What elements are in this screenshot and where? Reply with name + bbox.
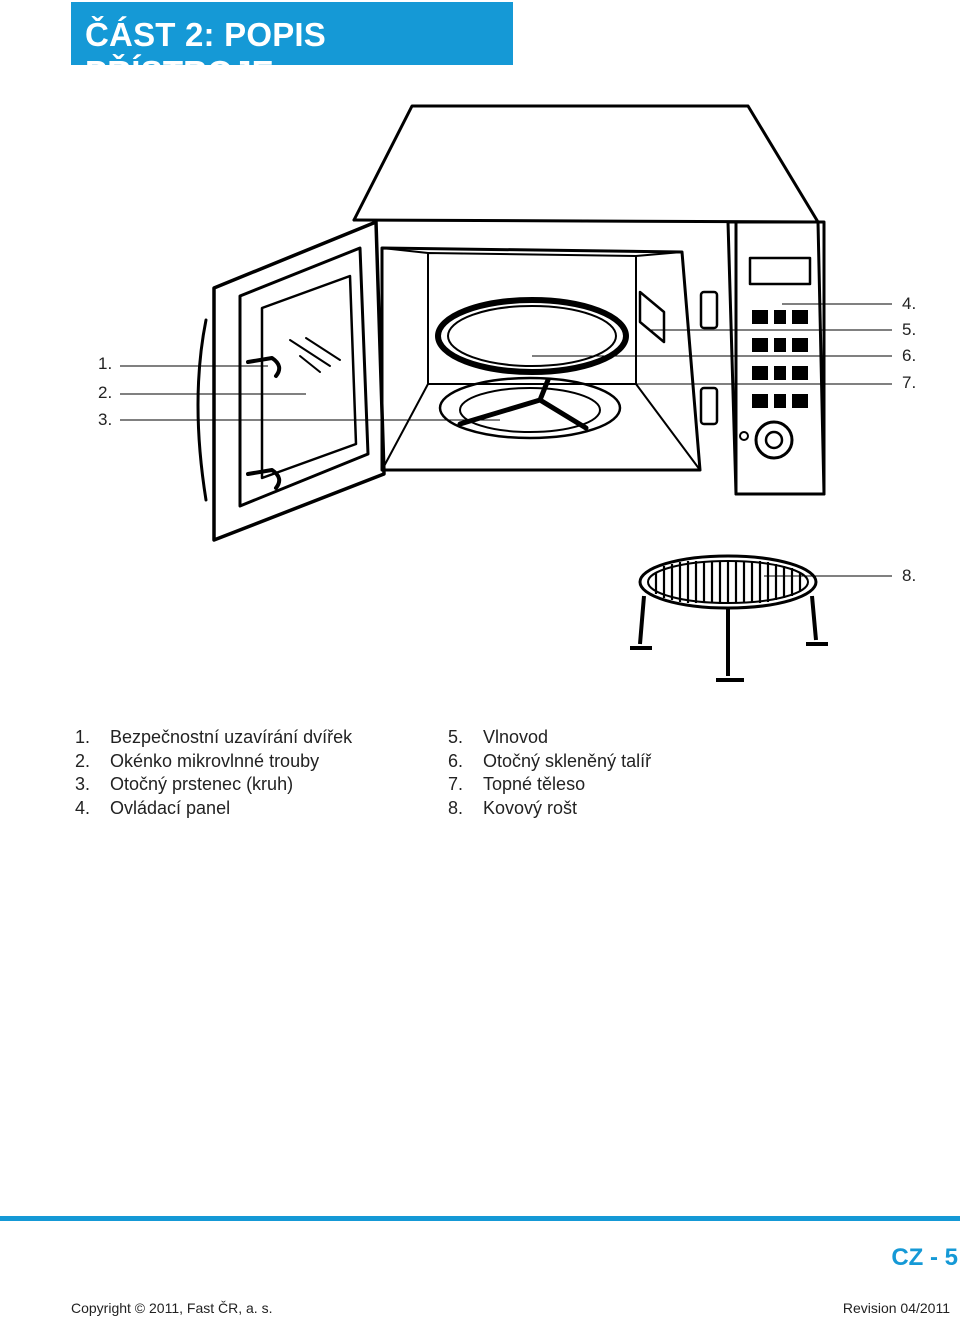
parts-legend-left: 1.Bezpečnostní uzavírání dvířek 2.Okénko… xyxy=(75,726,352,820)
parts-legend-right: 5.Vlnovod 6.Otočný skleněný talíř 7.Topn… xyxy=(448,726,651,820)
section-header: ČÁST 2: POPIS PŘÍSTROJE xyxy=(71,2,513,91)
revision-text: Revision 04/2011 xyxy=(842,1300,950,1316)
callout-5: 5. xyxy=(902,320,917,339)
callout-8: 8. xyxy=(902,566,917,585)
legend-item: 5.Vlnovod xyxy=(448,727,549,747)
door-window xyxy=(260,274,358,480)
legend-item: 7.Topné těleso xyxy=(448,774,586,794)
section-title: ČÁST 2: POPIS PŘÍSTROJE xyxy=(85,16,326,91)
microwave-diagram xyxy=(120,104,892,682)
legend-item: 2.Okénko mikrovlnné trouby xyxy=(75,750,320,771)
cavity-back-wall xyxy=(427,252,637,385)
legend-item: 4.Ovládací panel xyxy=(75,797,231,818)
turntable-spider xyxy=(457,377,589,431)
heating-element xyxy=(435,297,629,375)
waveguide xyxy=(638,290,666,344)
display-window xyxy=(748,256,812,286)
legend-item: 8.Kovový rošt xyxy=(448,797,578,818)
callout-4: 4. xyxy=(902,294,917,313)
oven-door xyxy=(212,220,386,542)
control-knob xyxy=(754,420,794,460)
callout-6: 6. xyxy=(902,346,917,365)
footer-divider xyxy=(0,1216,960,1221)
turntable-ring xyxy=(438,376,622,440)
copyright-text: Copyright © 2011, Fast ČR, a. s. xyxy=(71,1300,273,1316)
page-number: CZ - 5 xyxy=(891,1244,958,1271)
legend-item: 3.Otočný prstenec (kruh) xyxy=(75,774,294,794)
callout-7: 7. xyxy=(902,373,917,392)
callout-3: 3. xyxy=(98,410,113,429)
door-latch xyxy=(246,356,282,490)
legend-item: 6.Otočný skleněný talíř xyxy=(448,750,652,771)
oven-top xyxy=(352,104,820,224)
legend-item: 1.Bezpečnostní uzavírání dvířek xyxy=(75,727,353,747)
metal-rack xyxy=(630,554,828,682)
callout-1: 1. xyxy=(98,354,113,373)
callout-2: 2. xyxy=(98,383,113,402)
control-panel xyxy=(726,220,826,496)
